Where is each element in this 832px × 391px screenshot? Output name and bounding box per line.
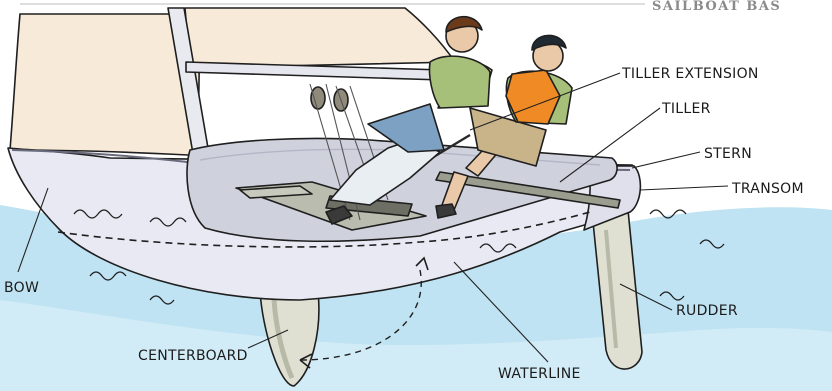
- mainsail: [10, 14, 200, 155]
- leader-stern: [632, 152, 700, 168]
- label-stern: STERN: [704, 146, 752, 162]
- label-waterline: WATERLINE: [498, 366, 581, 382]
- label-rudder: RUDDER: [676, 303, 738, 319]
- label-transom: TRANSOM: [731, 181, 804, 197]
- label-bow: BOW: [4, 280, 39, 296]
- label-tiller-extension: TILLER EXTENSION: [621, 66, 759, 82]
- label-centerboard: CENTERBOARD: [138, 348, 248, 364]
- leader-transom: [640, 186, 728, 190]
- label-tiller: TILLER: [661, 101, 711, 117]
- header-title: SAILBOAT BAS: [652, 0, 781, 14]
- jib: [185, 8, 455, 68]
